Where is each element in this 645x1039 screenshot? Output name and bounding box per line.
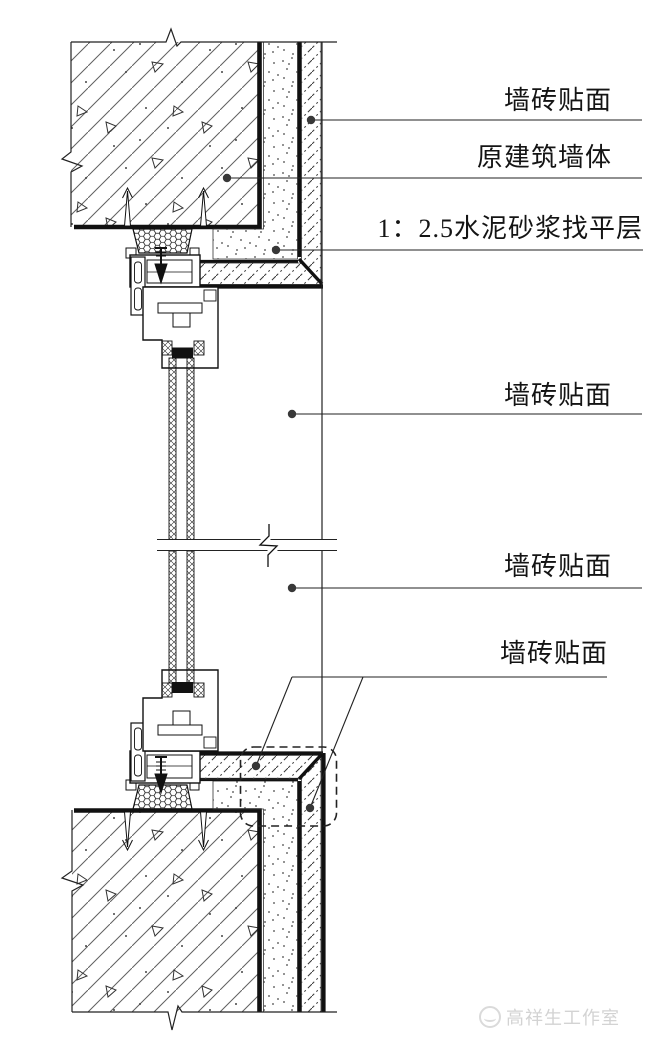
- leader-lines: [227, 119, 643, 809]
- callout-wall-tile-bottom: 墙砖贴面: [499, 639, 608, 668]
- wall-edge-lines: [60, 27, 337, 1031]
- callout-wall-tile-top: 墙砖贴面: [503, 86, 612, 115]
- detail-highlight-box: [239, 746, 338, 827]
- studio-watermark: 高祥生工作室: [479, 1004, 620, 1030]
- glazing: [168, 347, 195, 693]
- lower-wall-concrete: [72, 808, 262, 1012]
- anchor-pins: [122, 186, 209, 852]
- upper-wall-concrete: [71, 42, 262, 230]
- glazing-spacer-bottom: [172, 682, 193, 693]
- screw-fastener-top: [154, 247, 168, 285]
- glazing-spacer-top: [172, 347, 193, 359]
- window-head-frame: [125, 228, 219, 369]
- break-line-band: [157, 524, 337, 567]
- screw-fastener-bottom: [154, 756, 168, 795]
- callout-wall-tile-middle-upper: 墙砖贴面: [503, 381, 612, 410]
- callout-cement-mortar-leveling: 1：2.5水泥砂浆找平层: [377, 214, 643, 243]
- callout-original-wall: 原建筑墙体: [476, 143, 612, 172]
- studio-watermark-text: 高祥生工作室: [506, 1008, 620, 1028]
- leader-dots: [222, 115, 316, 813]
- callout-wall-tile-middle-lower: 墙砖贴面: [503, 552, 612, 581]
- studio-logo-icon: [479, 1006, 501, 1028]
